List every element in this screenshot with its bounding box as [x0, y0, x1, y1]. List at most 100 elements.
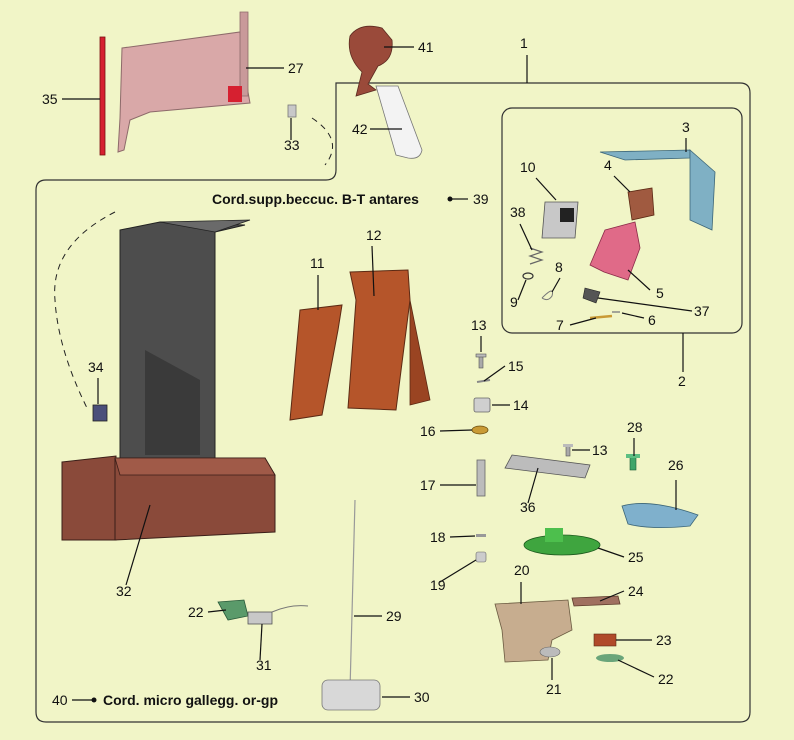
callout-7: 7: [556, 317, 564, 333]
callout-36: 36: [520, 499, 536, 515]
callout-18: 18: [430, 529, 446, 545]
part-9-oring: [522, 272, 534, 280]
leader-line-37: [597, 297, 693, 312]
part-33-sensor: [287, 104, 297, 118]
assembly-frame-2: [501, 107, 743, 334]
callout-33: 33: [284, 137, 300, 153]
part-25-cam: [523, 528, 601, 556]
part-13-screw: [475, 353, 487, 369]
callout-28: 28: [627, 419, 643, 435]
part-12-panel: [347, 269, 431, 411]
part-35-rod: [99, 36, 106, 156]
callout-13: 13: [471, 317, 487, 333]
callout-16: 16: [420, 423, 436, 439]
callout-29: 29: [386, 608, 402, 624]
part-18-pin: [476, 534, 486, 537]
leader-line-22: [617, 659, 655, 678]
part-7-pin: [589, 314, 613, 320]
part-16-washer: [471, 425, 489, 435]
part-27-bracket: [117, 11, 251, 153]
cord-40-number: 40: [52, 692, 68, 708]
part-32-base: [61, 455, 276, 541]
callout-10: 10: [520, 159, 536, 175]
part-29-rod: [349, 499, 356, 691]
callout-17: 17: [420, 477, 436, 493]
callout-13: 13: [592, 442, 608, 458]
callout-27: 27: [288, 60, 304, 76]
part-24-bracket: [571, 595, 621, 607]
leader-line-22: [207, 609, 227, 613]
part-15-spring: [476, 379, 491, 383]
leader-line-25: [597, 547, 625, 558]
callout-9: 9: [510, 294, 518, 310]
assembly-frame-1: [35, 82, 751, 723]
callout-25: 25: [628, 549, 644, 565]
callout-22: 22: [658, 671, 674, 687]
cord-40-caption-text: Cord. micro gallegg. or-gp: [103, 692, 278, 708]
leader-line-18: [449, 535, 476, 538]
leader-line-15: [483, 365, 506, 382]
callout-20: 20: [514, 562, 530, 578]
part-5-housing: [589, 221, 641, 281]
part-11-panel: [289, 304, 343, 421]
part-31-microswitch: [247, 605, 309, 625]
part-36-plate: [504, 454, 591, 479]
leader-line-12: [371, 245, 375, 297]
callout-30: 30: [414, 689, 430, 705]
part-23-switch: [593, 633, 617, 647]
callout-38: 38: [510, 204, 526, 220]
part-28-screw: [626, 454, 640, 471]
leader-line-4: [613, 175, 631, 193]
leader-line-6: [621, 312, 645, 319]
part-42-spout-tube: [375, 85, 423, 159]
cord-39-number: 39: [473, 191, 489, 207]
part-13b-screw: [563, 444, 573, 457]
leader-line-32: [125, 504, 151, 586]
callout-22: 22: [188, 604, 204, 620]
leader-line-8: [551, 277, 561, 293]
part-17-shaft: [476, 459, 486, 497]
callout-5: 5: [656, 285, 664, 301]
leader-line-36: [527, 467, 539, 504]
callout-4: 4: [604, 157, 612, 173]
leader-line-10: [535, 177, 557, 201]
callout-15: 15: [508, 358, 524, 374]
callout-23: 23: [656, 632, 672, 648]
leader-line-38: [519, 223, 533, 251]
leader-line-9: [517, 279, 527, 301]
part-19-cap: [475, 551, 487, 563]
part-38-spring: [528, 247, 544, 265]
leader-line-7: [569, 317, 597, 326]
callout-42: 42: [352, 121, 368, 137]
callout-26: 26: [668, 457, 684, 473]
part-8-spring-clip: [541, 290, 553, 301]
part-3-bracket: [599, 149, 716, 231]
part-37-valve: [582, 287, 601, 304]
callout-3: 3: [682, 119, 690, 135]
leader-line-31: [259, 623, 263, 661]
cord-39-caption-text: Cord.supp.beccuc. B-T antares: [212, 191, 419, 207]
part-body-tower: [119, 219, 251, 463]
cord-39-caption: Cord.supp.beccuc. B-T antares 39: [212, 191, 489, 207]
cord-34-path: [54, 211, 116, 411]
leader-line-16: [439, 429, 473, 432]
callout-19: 19: [430, 577, 446, 593]
callout-12: 12: [366, 227, 382, 243]
callout-24: 24: [628, 583, 644, 599]
part-41-spout-cap: [348, 25, 393, 97]
callout-6: 6: [648, 312, 656, 328]
callout-31: 31: [256, 657, 272, 673]
callout-37: 37: [694, 303, 710, 319]
part-30-weight: [321, 679, 381, 711]
callout-41: 41: [418, 39, 434, 55]
cord-40-caption: 40 Cord. micro gallegg. or-gp: [52, 692, 278, 708]
callout-14: 14: [513, 397, 529, 413]
callout-21: 21: [546, 681, 562, 697]
part-14-bushing: [473, 397, 491, 413]
leader-line-24: [599, 590, 625, 602]
part-26-cover: [621, 503, 699, 528]
callout-labels: 1234567891011121313141516171819202122222…: [42, 35, 710, 705]
callout-8: 8: [555, 259, 563, 275]
callout-32: 32: [116, 583, 132, 599]
